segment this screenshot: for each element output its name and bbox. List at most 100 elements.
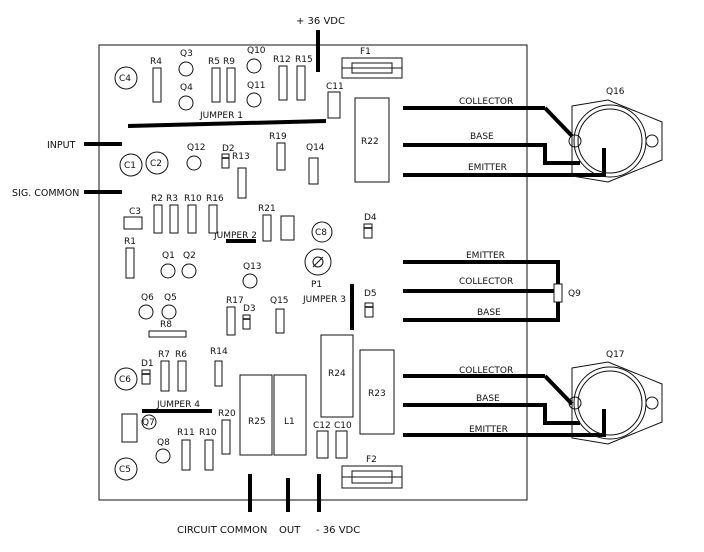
q9-base-label: BASE [477,308,501,318]
input-label: INPUT [47,140,76,151]
svg-text:D3: D3 [243,304,256,314]
capacitor-c9 [280,215,295,241]
svg-text:R8: R8 [160,320,172,330]
capacitor-c4: C4 [114,66,138,90]
q17-emitter-label: EMITTER [469,425,508,435]
fuse-f1 [341,57,403,79]
resistor-r20: R20 [218,409,236,455]
resistor-r23: R23 [359,349,395,435]
resistor-r3: R3 [166,194,179,234]
q16-emitter-label: EMITTER [468,163,507,173]
svg-text:R13: R13 [232,152,250,162]
resistor-r8: R8 [148,320,187,338]
transistor-q11: Q11 [246,81,266,108]
jumper2-label: JUMPER 2 [213,231,257,241]
svg-text:C8: C8 [315,228,327,238]
svg-text:R21: R21 [258,204,276,214]
capacitor-c12 [316,430,329,459]
transistor-q8: Q8 [155,438,171,464]
svg-text:C6: C6 [119,375,131,385]
svg-text:R14: R14 [210,347,228,357]
svg-text:R20: R20 [218,409,236,419]
svg-text:R6: R6 [175,350,187,360]
svg-text:D2: D2 [222,144,235,154]
transistor-q7: Q7 [141,414,157,430]
svg-text:R12: R12 [273,55,291,65]
svg-text:R23: R23 [368,389,386,399]
svg-text:D4: D4 [364,213,377,223]
svg-text:R10: R10 [199,428,217,438]
resistor-r13: R13 [232,152,250,199]
svg-text:C5: C5 [119,465,131,475]
jumper4-label: JUMPER 4 [156,400,200,410]
q17-collector-label: COLLECTOR [459,366,513,376]
diode-d2: D2 [221,144,235,169]
transistor-q5: Q5 [161,293,177,320]
svg-text:R25: R25 [248,417,266,427]
svg-text:Q2: Q2 [183,251,196,261]
jumper3-label: JUMPER 3 [302,295,346,305]
q17-name: Q17 [606,350,625,360]
f2-label: F2 [366,455,377,465]
diode-d3: D3 [242,304,256,330]
svg-text:Q4: Q4 [180,83,193,93]
svg-text:C1: C1 [124,161,136,171]
svg-text:Q7: Q7 [142,418,155,428]
diode-d1: D1 [141,359,154,385]
transistor-q15: Q15 [270,296,289,334]
q17-base-label: BASE [476,394,500,404]
resistor-r24: R24 [320,334,354,418]
supply-pos-label: + 36 VDC [296,16,345,27]
resistor-r7: R7 [158,350,170,392]
circuit-board-outline [98,44,528,501]
q9-collector-label: COLLECTOR [459,277,513,287]
capacitor-c5: C5 [114,457,138,481]
capacitor-c1: C1 [119,153,143,177]
supply-neg-label: - 36 VDC [316,525,360,536]
resistor-r22: R22 [354,97,390,183]
svg-text:R3: R3 [166,194,178,204]
q16-collector-bend [543,106,574,138]
q9-base-lead [403,302,560,322]
transistor-q3: Q3 [178,49,194,77]
svg-text:P1: P1 [311,280,322,290]
svg-text:Q3: Q3 [180,49,193,59]
q16-emitter-lead [403,148,606,177]
svg-text:Q10: Q10 [247,46,266,56]
q16-base-lead [403,143,580,165]
transistor-q12: Q12 [186,143,206,171]
diode-d5: D5 [364,289,377,318]
transistor-q14: Q14 [306,143,325,185]
q16-name: Q16 [606,87,625,97]
transistor-q13: Q13 [242,262,262,289]
out-label: OUT [279,525,301,536]
svg-text:C2: C2 [150,159,162,169]
q17-collector-bend [543,374,574,406]
svg-text:Q12: Q12 [187,143,206,153]
svg-text:R4: R4 [150,57,162,67]
svg-text:Q5: Q5 [164,293,177,303]
svg-text:Q6: Q6 [141,293,154,303]
resistor-r5: R5 [208,57,221,103]
svg-text:Q1: Q1 [162,251,175,261]
svg-text:R16: R16 [206,194,224,204]
resistor-r4: R4 [150,57,162,103]
power-transistor-q17 [568,361,663,445]
transistor-q1: Q1 [160,251,176,279]
transistor-q6: Q6 [138,293,154,320]
resistor-r16: R16 [206,194,224,234]
transistor-q2: Q2 [181,251,197,279]
q16-collector-label: COLLECTOR [459,97,513,107]
jumper1 [127,119,327,128]
q17-base-lead [403,403,580,425]
capacitor-c8: C8 [311,221,333,243]
c12-label: C12 [313,421,331,431]
svg-text:D1: D1 [141,359,154,369]
jumper1-label: JUMPER 1 [199,111,243,121]
resistor-r25: R25 [239,374,273,456]
svg-text:Q14: Q14 [306,143,325,153]
sig-common-label: SIG. COMMON [12,188,79,199]
resistor-r21: R21 [258,204,276,242]
svg-text:R15: R15 [295,55,313,65]
svg-text:R19: R19 [269,132,287,142]
